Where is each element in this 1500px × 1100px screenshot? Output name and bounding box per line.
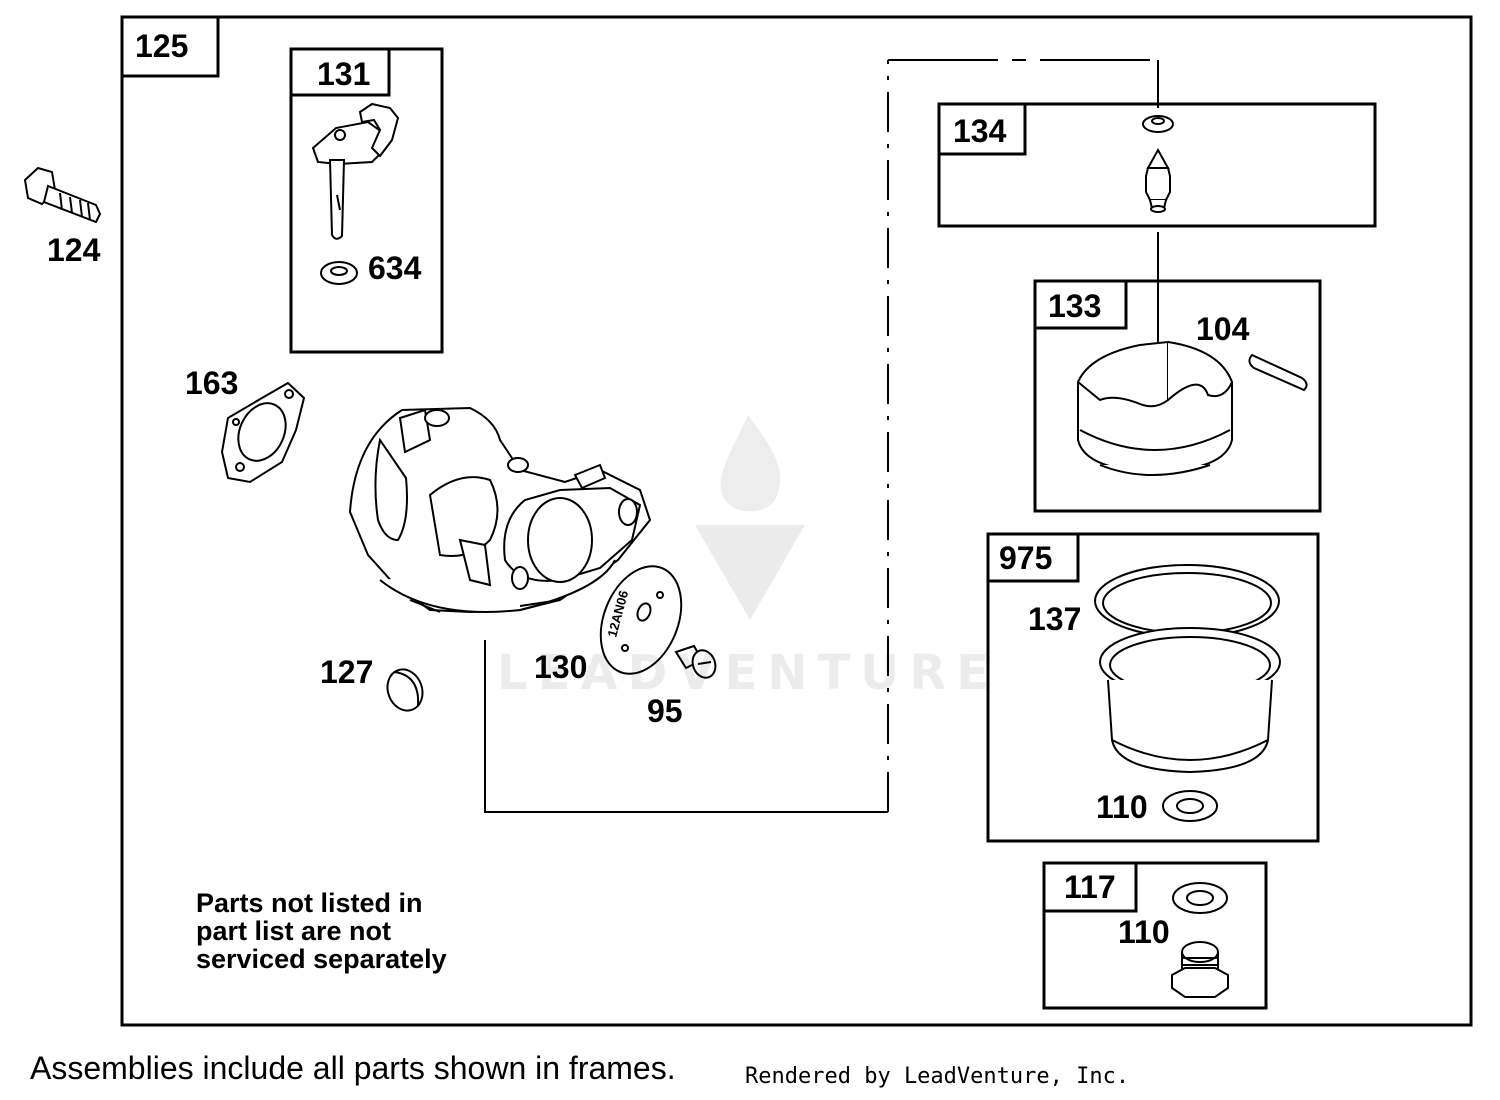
welch-plug-part xyxy=(386,668,424,712)
inlet-needle-part xyxy=(1145,147,1171,213)
plug-washer-part xyxy=(1172,882,1228,914)
choke-shaft-part xyxy=(311,102,400,240)
service-note-line-2: part list are not xyxy=(196,916,392,946)
footer-note: Assemblies include all parts shown in fr… xyxy=(30,1050,676,1086)
bowl-plug-part xyxy=(1171,941,1229,998)
frame-975-tab xyxy=(986,532,1080,583)
watermark-logo xyxy=(695,415,805,620)
frame-117-label: 117 xyxy=(1064,869,1116,905)
frame-125-label: 125 xyxy=(135,28,189,64)
watermark-text: LEADVENTURE xyxy=(497,645,999,701)
label-137: 137 xyxy=(1028,601,1082,637)
label-110-bowl: 110 xyxy=(1096,789,1148,825)
float-bowl-part xyxy=(1099,627,1281,774)
screw-part xyxy=(674,644,717,679)
frame-975 xyxy=(986,532,1320,843)
label-110-plug: 110 xyxy=(1118,914,1170,950)
carburetor-body-part xyxy=(348,406,652,614)
render-credit: Rendered by LeadVenture, Inc. xyxy=(745,1064,1130,1089)
plate-part xyxy=(599,565,683,675)
label-104: 104 xyxy=(1196,311,1250,347)
frame-133 xyxy=(1033,279,1322,513)
float-part xyxy=(1076,340,1234,476)
frame-117-tab xyxy=(1042,861,1138,913)
frame-134-tab xyxy=(937,102,1027,156)
needle-seat-part xyxy=(1142,115,1174,133)
frame-125 xyxy=(120,15,1473,1027)
service-note-line-1: Parts not listed in xyxy=(196,888,423,918)
leader-lines xyxy=(484,59,1159,813)
bowl-washer-part xyxy=(1162,790,1218,822)
service-note-line-3: serviced separately xyxy=(196,944,447,974)
frame-975-label: 975 xyxy=(999,540,1053,576)
label-130: 130 xyxy=(534,649,588,685)
frame-131-tab xyxy=(289,47,391,97)
service-note: Parts not listed in part list are not se… xyxy=(196,889,496,973)
bowl-gasket-part xyxy=(1094,564,1280,638)
frame-134-label: 134 xyxy=(953,113,1007,149)
frame-125-tab xyxy=(120,15,220,78)
frame-131-label: 131 xyxy=(317,56,371,92)
gasket-part xyxy=(220,381,306,484)
label-634: 634 xyxy=(368,250,422,286)
frame-133-label: 133 xyxy=(1048,288,1102,324)
frame-133-tab xyxy=(1033,279,1128,330)
label-127: 127 xyxy=(320,654,374,690)
frame-117 xyxy=(1042,861,1268,1010)
choke-washer-part xyxy=(320,261,358,285)
label-124: 124 xyxy=(47,232,101,268)
float-pin-part xyxy=(1248,353,1308,392)
label-163: 163 xyxy=(185,365,239,401)
label-95: 95 xyxy=(647,693,683,729)
bolt-part xyxy=(23,166,102,224)
